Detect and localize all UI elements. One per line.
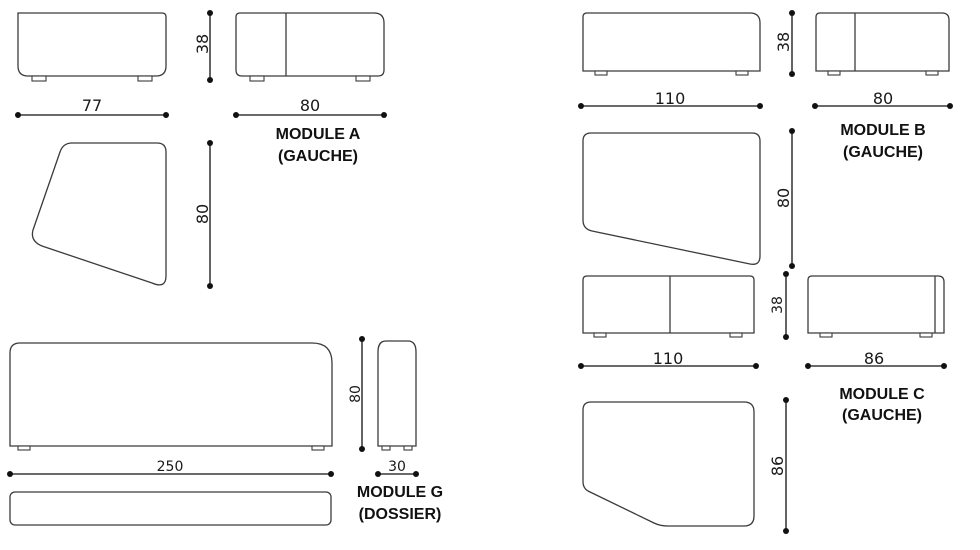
module-g-length-value: 250 [157,459,184,475]
module-a-front-width-value: 77 [82,96,102,115]
module-c-depth-value: 86 [768,456,787,476]
module-b-top-view [582,132,761,265]
module-g-top-view [9,491,332,526]
module-c-side-width-dimension: 86 [805,349,947,369]
module-g-thickness-value: 30 [388,459,406,475]
module-b-side-view [815,12,950,76]
module-c-top-view [582,401,755,527]
module-g-height-value: 80 [348,385,364,403]
module-g-height-dimension: 80 [348,336,365,452]
module-a-top-view [31,142,167,286]
module-c-depth-dimension: 86 [768,397,789,534]
module-c-name: MODULE C [839,386,925,403]
module-a-side: (GAUCHE) [278,148,358,165]
module-c-side: (GAUCHE) [842,407,922,424]
module-c-front-width-value: 110 [653,349,684,368]
module-a-front-width-dimension: 77 [15,96,169,118]
module-g-side-view [377,340,417,451]
module-g-side: (DOSSIER) [359,506,442,523]
module-b-front-width-dimension: 110 [578,89,763,109]
module-c-height-value: 38 [770,296,786,314]
module-g-front-view [9,342,333,451]
module-g-thickness-dimension: 30 [375,459,419,477]
module-b-depth-dimension: 80 [774,128,795,269]
module-b-front-width-value: 110 [655,89,686,108]
module-a-depth-dimension: 80 [193,140,213,289]
module-c-side-view [807,275,945,338]
module-c-side-width-value: 86 [864,349,884,368]
module-a-group: 38 77 80 80 MODULE A (GAUCHE) [15,10,387,289]
module-b-group: 38 110 80 80 MODULE B (GAUCHE) [578,10,953,269]
module-b-side-width-dimension: 80 [812,89,953,109]
module-b-front-view [582,12,761,76]
module-a-side-width-value: 80 [300,96,320,115]
module-a-name: MODULE A [276,126,361,143]
module-g-group: 80 250 30 MODULE G (DOSSIER) [7,336,443,526]
module-g-length-dimension: 250 [7,459,334,477]
module-b-side-width-value: 80 [873,89,893,108]
module-c-front-view [582,275,755,338]
module-b-name: MODULE B [840,122,925,139]
module-b-depth-value: 80 [774,188,793,208]
module-a-height-value: 38 [193,34,212,54]
module-a-height-dimension: 38 [193,10,213,83]
module-c-height-dimension: 38 [770,271,789,340]
module-c-group: 38 110 86 86 MODULE C (GAUCHE) [578,271,947,534]
module-b-height-dimension: 38 [774,10,795,77]
module-g-name: MODULE G [357,484,443,501]
module-a-side-width-dimension: 80 [233,96,387,118]
module-a-front-view [17,12,167,82]
module-b-side: (GAUCHE) [843,144,923,161]
module-c-front-width-dimension: 110 [578,349,759,369]
module-b-height-value: 38 [774,32,793,52]
module-a-side-view [235,12,385,82]
module-a-depth-value: 80 [193,204,212,224]
